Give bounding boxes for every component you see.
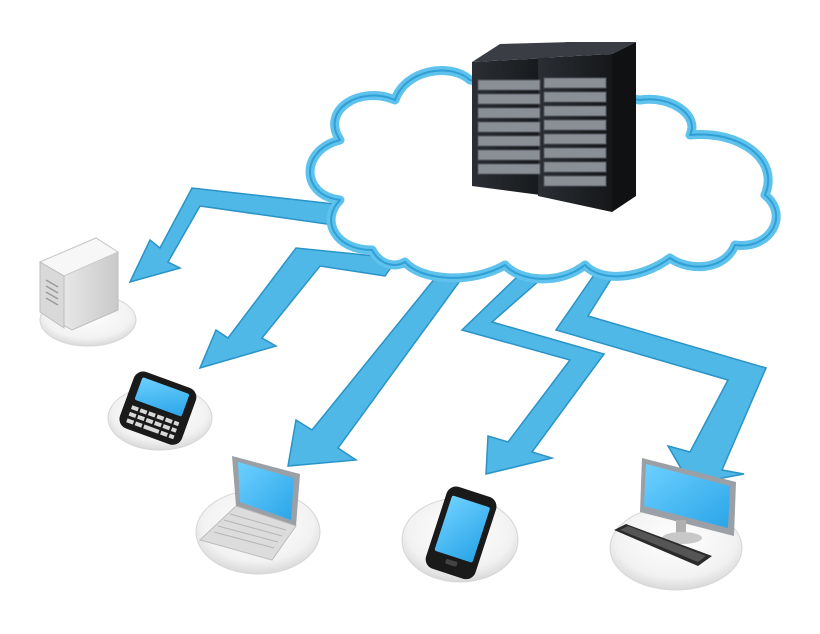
- laptop-device: [195, 456, 321, 575]
- desktop-computer-icon: [614, 458, 736, 566]
- arrows: [128, 187, 768, 485]
- arrow-to-touch-phone: [460, 275, 606, 475]
- laptop-icon: [199, 456, 300, 561]
- touch-phone-device: [401, 486, 519, 583]
- arrow-to-tower-server: [128, 187, 371, 284]
- keyboard-phone-device: [107, 371, 213, 451]
- cloud-server-rack-icon: [472, 42, 636, 212]
- tower-server-icon: [38, 237, 120, 331]
- desktop-device: [609, 458, 743, 591]
- touch-smartphone-icon: [425, 486, 497, 580]
- arrow-to-laptop: [287, 271, 464, 467]
- tower-server-device: [38, 237, 137, 347]
- arrow-to-keyboard-phone: [198, 247, 396, 370]
- smartphone-keyboard-icon: [119, 371, 197, 445]
